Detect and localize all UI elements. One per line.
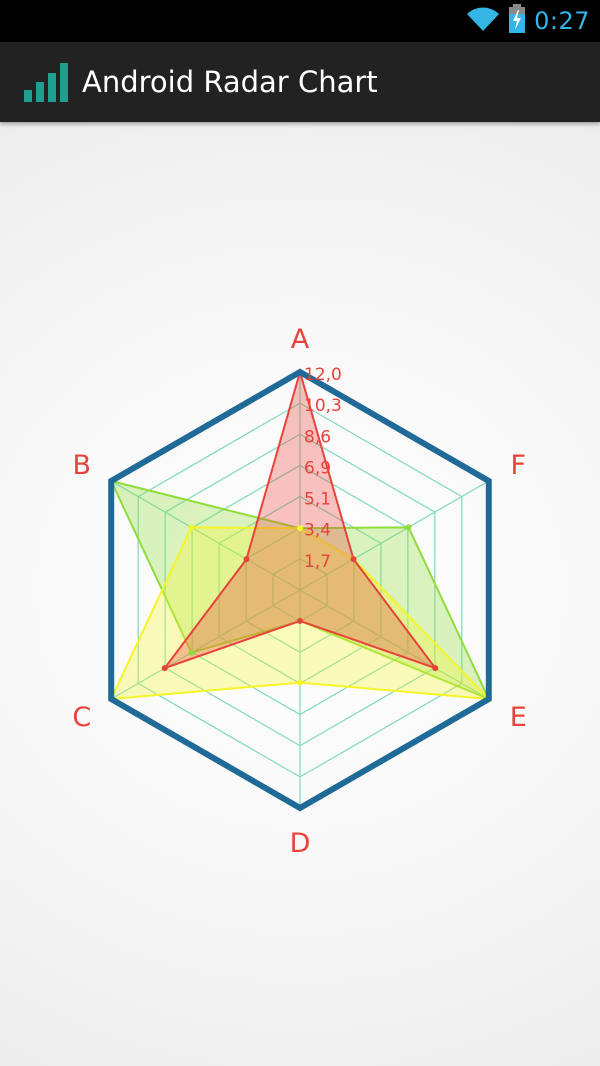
series-point-2 xyxy=(432,665,439,672)
series-point-0 xyxy=(188,649,195,656)
web-spoke xyxy=(110,480,301,591)
series-point-2 xyxy=(350,556,357,563)
series-point-1 xyxy=(297,525,303,532)
axis-label-a: A xyxy=(291,324,310,355)
axis-label-f: F xyxy=(510,450,526,481)
wifi-icon xyxy=(466,6,500,36)
web-spoke xyxy=(299,589,490,700)
status-bar: 0:27 xyxy=(0,0,600,42)
radar-frame xyxy=(108,368,492,812)
status-icons: 0:27 xyxy=(466,0,590,42)
axis-label-c: C xyxy=(72,702,91,733)
tick-label: 8,6 xyxy=(304,427,331,447)
axis-label-d: D xyxy=(290,828,311,859)
series-point-1 xyxy=(188,524,195,531)
axis-label-b: B xyxy=(72,450,91,481)
battery-charging-icon xyxy=(508,4,526,38)
axis-label-e: E xyxy=(510,702,527,733)
tick-label: 6,9 xyxy=(304,458,331,478)
radar-chart: 1,7 3,4 5,1 6,9 8,6 10,3 12,0 A B C D E F xyxy=(72,324,527,859)
action-bar: Android Radar Chart xyxy=(0,42,600,122)
tick-label: 1,7 xyxy=(304,552,331,572)
tick-label: 3,4 xyxy=(304,521,331,541)
status-time: 0:27 xyxy=(534,7,590,35)
tick-label: 10,3 xyxy=(304,396,342,416)
web-spoke xyxy=(110,589,301,700)
series-point-1 xyxy=(297,679,303,686)
tick-label: 5,1 xyxy=(304,490,331,510)
series-point-2 xyxy=(161,665,168,672)
tick-label: 12,0 xyxy=(304,365,342,385)
app-title: Android Radar Chart xyxy=(82,65,378,99)
bar-chart-icon[interactable] xyxy=(24,62,72,102)
series-point-2 xyxy=(297,617,303,624)
series-point-2 xyxy=(243,556,250,563)
web-spoke xyxy=(299,480,490,591)
series-point-0 xyxy=(405,524,412,531)
